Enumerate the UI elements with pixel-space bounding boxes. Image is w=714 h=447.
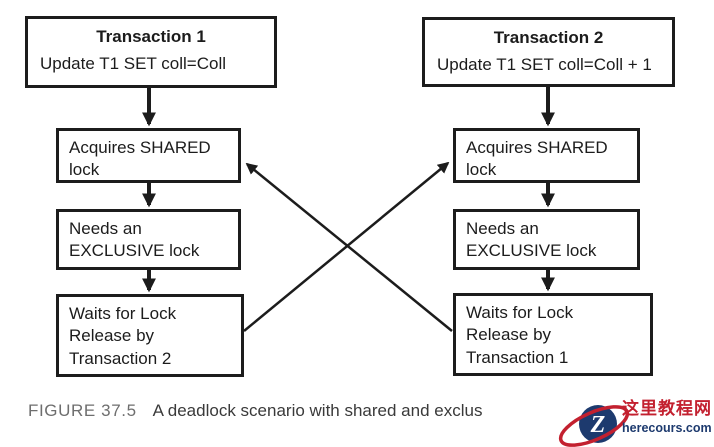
right-needs-label: Needs an EXCLUSIVE lock	[466, 219, 597, 261]
right-waits-label: Waits for Lock Release by Transaction 1	[466, 303, 574, 367]
arrow-right-waits-to-left-acquires	[245, 162, 453, 332]
box-right-needs-exclusive-lock: Needs an EXCLUSIVE lock	[453, 209, 640, 270]
svg-text:Z: Z	[590, 412, 606, 438]
figure-number-label: FIGURE 37.5	[28, 401, 137, 420]
box-left-needs-exclusive-lock: Needs an EXCLUSIVE lock	[56, 209, 241, 270]
box-left-waits-for-lock-release: Waits for Lock Release by Transaction 2	[56, 294, 244, 377]
box-transaction-2: Transaction 2 Update T1 SET coll=Coll + …	[422, 17, 675, 87]
watermark-z-icon: Z	[558, 405, 630, 447]
box-left-acquires-shared-lock: Acquires SHARED lock	[56, 128, 241, 183]
box-right-waits-for-lock-release: Waits for Lock Release by Transaction 1	[453, 293, 653, 376]
box-transaction-1: Transaction 1 Update T1 SET coll=Coll	[25, 16, 277, 88]
transaction-1-title: Transaction 1	[96, 27, 206, 46]
left-waits-label: Waits for Lock Release by Transaction 2	[69, 304, 177, 368]
watermark-site-domain: herecours.com	[622, 421, 712, 435]
right-acquires-label: Acquires SHARED lock	[466, 138, 608, 180]
figure-caption: FIGURE 37.5 A deadlock scenario with shar…	[28, 401, 482, 421]
transaction-2-statement: Update T1 SET coll=Coll + 1	[437, 55, 652, 75]
transaction-1-statement: Update T1 SET coll=Coll	[40, 54, 226, 74]
arrow-left-waits-to-right-acquires	[243, 161, 450, 332]
watermark-text-block: 这里教程网 herecours.com	[622, 394, 714, 435]
transaction-2-title: Transaction 2	[493, 28, 604, 47]
watermark-logo: Z 这里教程网 herecours.com	[552, 387, 714, 447]
figure-caption-text: A deadlock scenario with shared and excl…	[152, 401, 483, 420]
left-needs-label: Needs an EXCLUSIVE lock	[69, 219, 200, 261]
box-right-acquires-shared-lock: Acquires SHARED lock	[453, 128, 640, 183]
watermark-site-name: 这里教程网	[622, 399, 712, 418]
left-acquires-label: Acquires SHARED lock	[69, 138, 211, 180]
